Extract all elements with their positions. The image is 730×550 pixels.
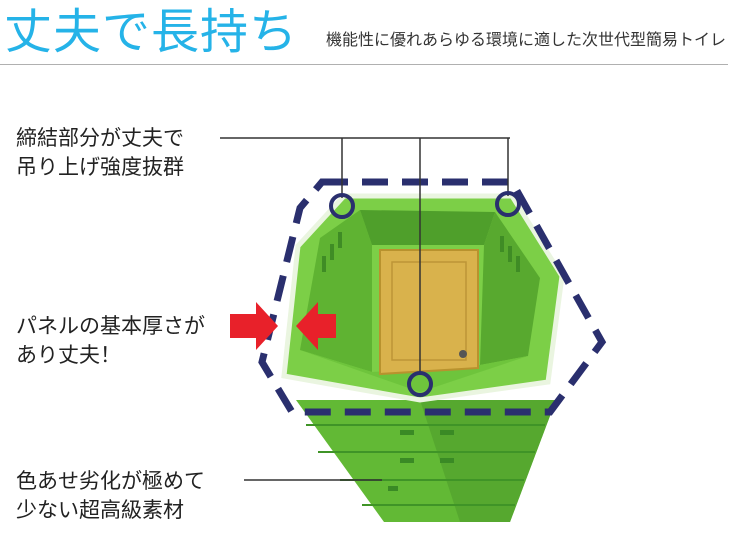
joint-circle-right <box>495 191 521 217</box>
cabin-panel-slots <box>388 430 454 491</box>
callout-panel: パネルの基本厚さが あり丈夫！ <box>16 312 205 370</box>
panel-arrow-left-icon <box>230 302 278 350</box>
door-panel <box>391 261 467 361</box>
dashed-hexagon-outline <box>258 178 607 416</box>
joint-circle-left <box>329 193 355 219</box>
callout-material: 色あせ劣化が極めて 少ない超高級素材 <box>16 467 205 525</box>
callout-panel-line1: パネルの基本厚さが <box>16 314 205 338</box>
panel-arrow-right-icon <box>296 302 336 350</box>
callout-joint-line1: 締結部分が丈夫で <box>16 126 184 150</box>
callout-material-line1: 色あせ劣化が極めて <box>16 469 205 493</box>
cabin-inner-back-wall <box>360 210 495 245</box>
callout-joint-line2: 吊り上げ強度抜群 <box>16 155 184 179</box>
title-divider <box>0 64 728 65</box>
cabin-inner-right-wall <box>480 212 540 365</box>
page-title: 丈夫で長持ち <box>4 4 299 60</box>
joint-circle-center <box>407 371 433 397</box>
cabin-door <box>379 249 479 376</box>
callout-joint-leaders <box>220 137 510 372</box>
page-subtitle: 機能性に優れあらゆる環境に適した次世代型簡易トイレ <box>326 30 727 49</box>
cabin-vent-slots <box>322 232 520 272</box>
callout-joint: 締結部分が丈夫で 吊り上げ強度抜群 <box>16 124 184 182</box>
callout-panel-line2: あり丈夫！ <box>16 343 121 367</box>
door-knob-icon <box>459 350 467 358</box>
callout-material-line2: 少ない超高級素材 <box>16 498 184 522</box>
